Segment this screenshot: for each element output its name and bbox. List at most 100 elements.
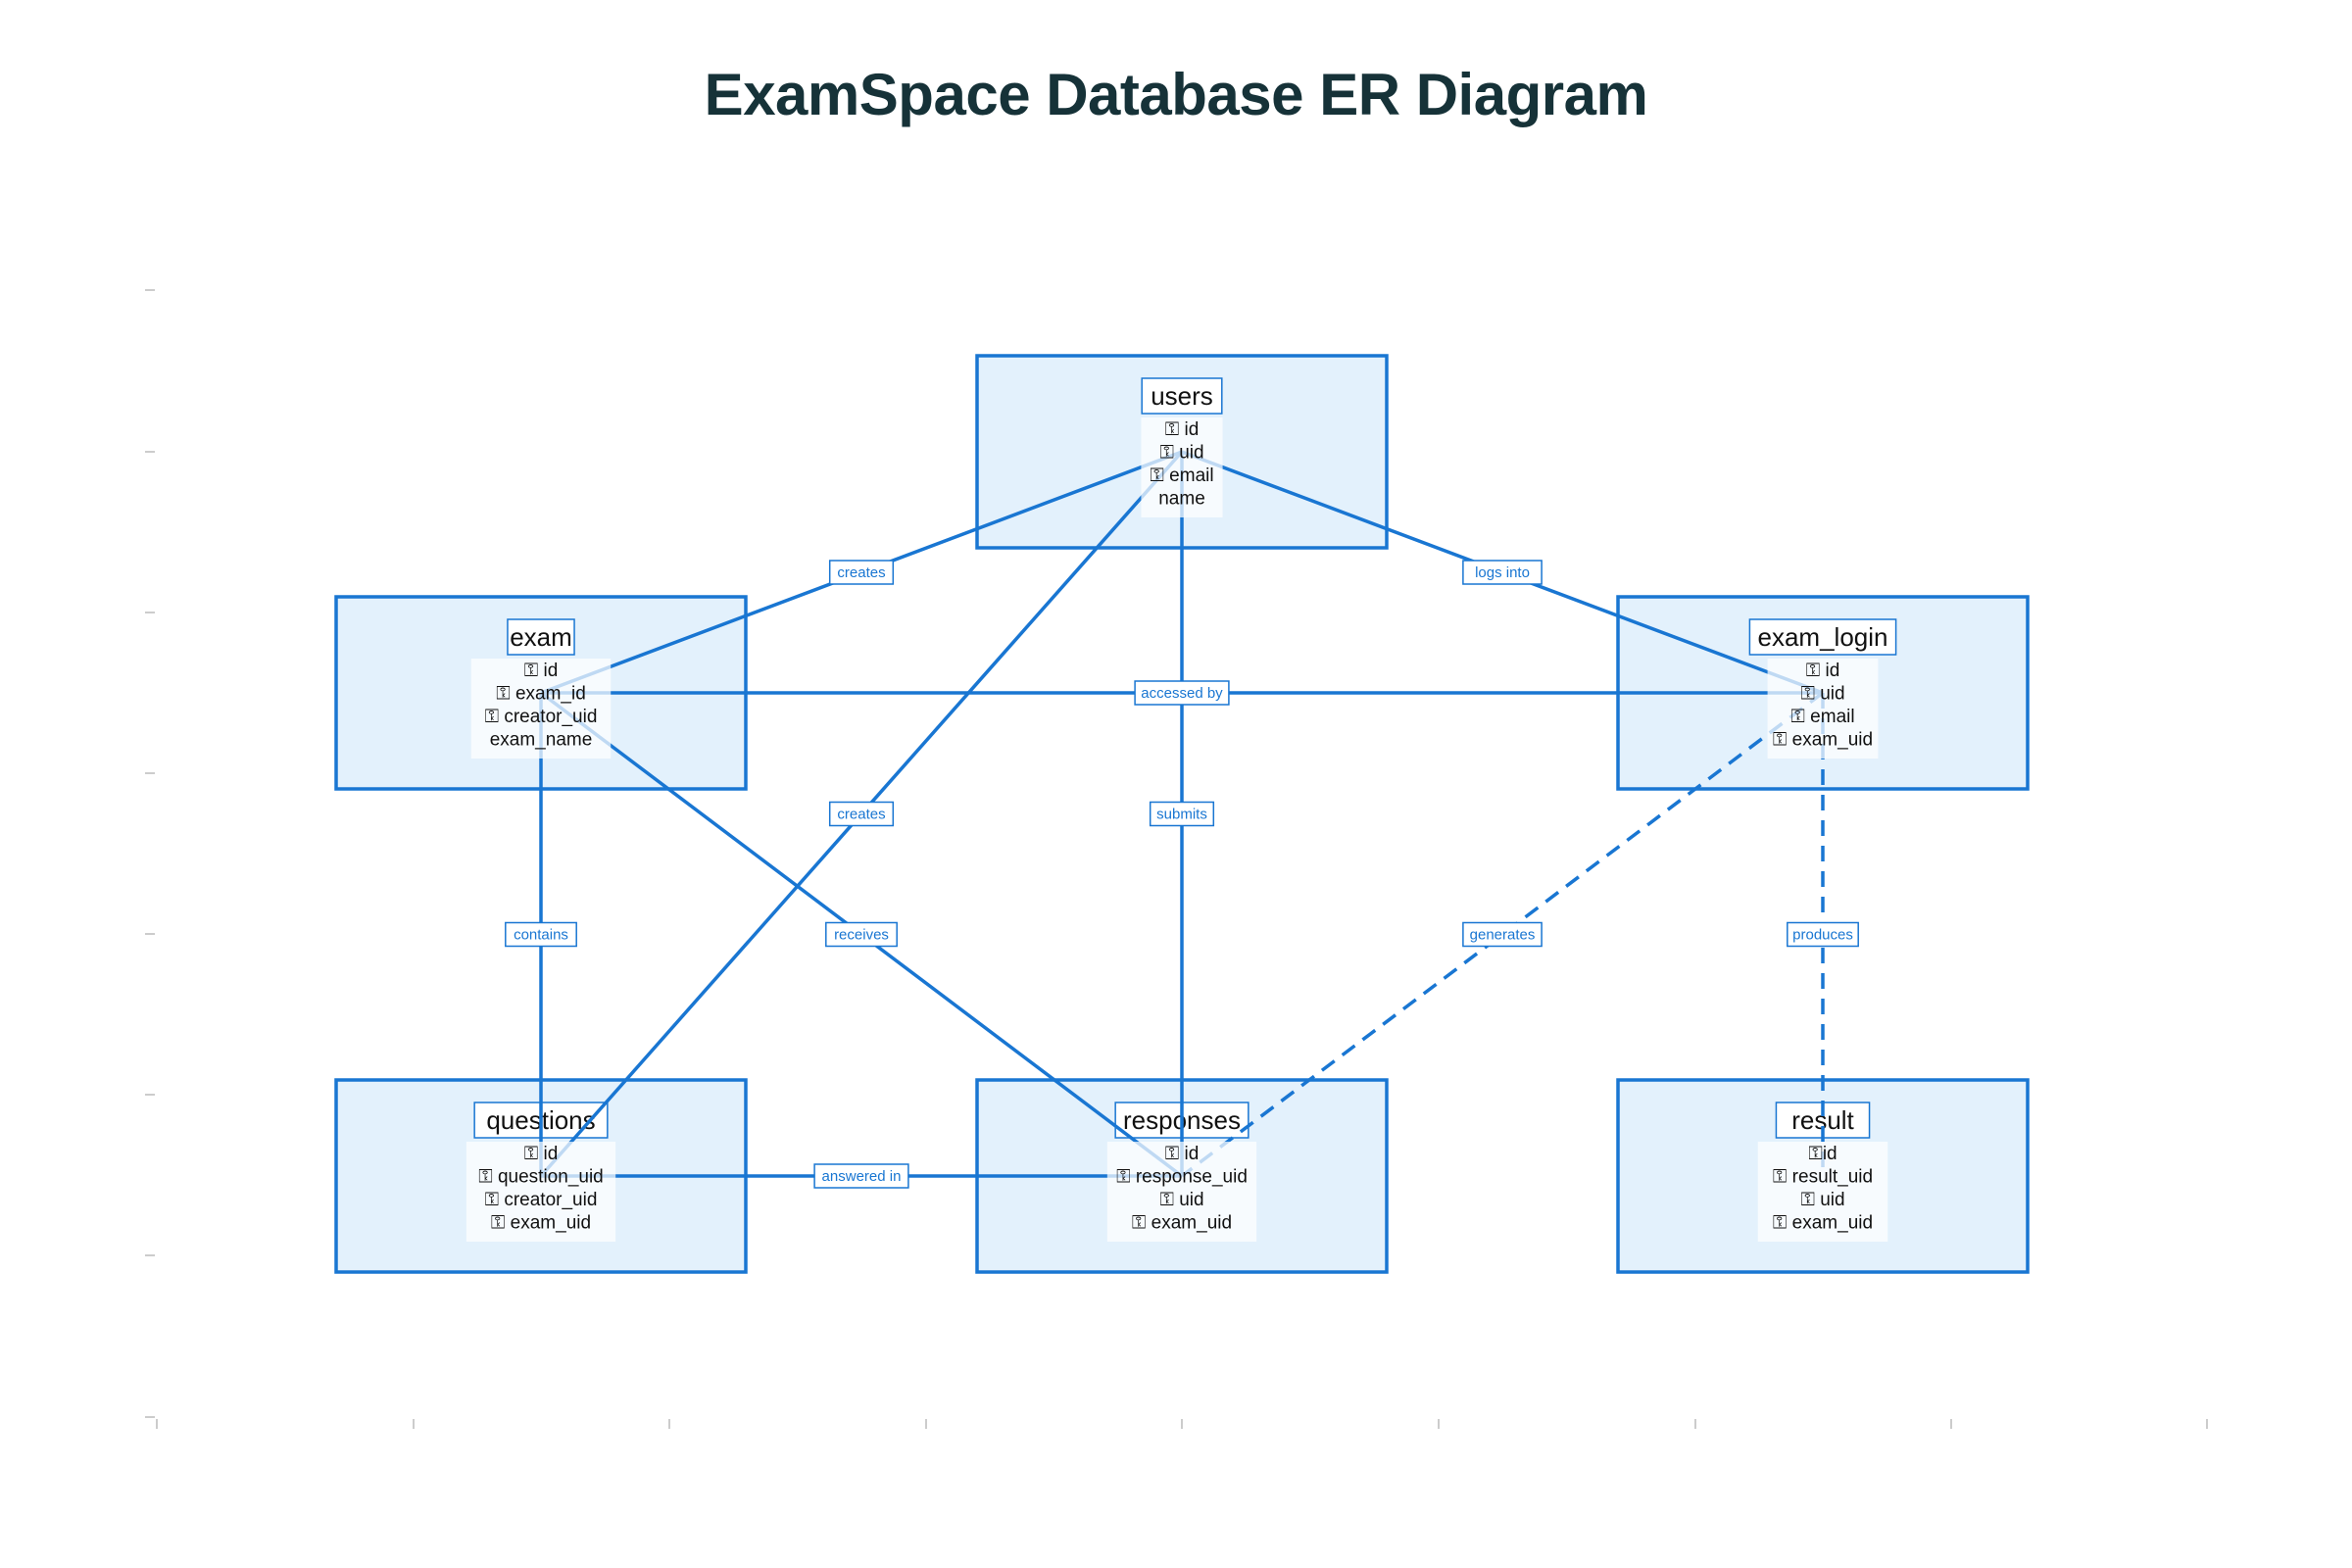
entity-name: exam — [510, 622, 572, 652]
relationship-label-box — [505, 921, 577, 948]
attribute-name: email — [1169, 466, 1213, 486]
attribute-panel — [1767, 659, 1879, 759]
relationship-label-box — [828, 801, 895, 827]
attribute-id: ⚿ id — [1165, 419, 1200, 440]
relationship-label-exam_login-result: produces — [1787, 921, 1859, 948]
relationship-label-exam_login-responses: generates — [1462, 921, 1543, 948]
entity-name-box — [1748, 618, 1897, 656]
relationship-label-box — [1462, 921, 1543, 948]
relationship-label-text: generates — [1470, 927, 1536, 944]
attribute-email: ⚿ email — [1150, 466, 1213, 486]
key-icon: ⚿ — [1159, 1190, 1179, 1210]
relationship-label-box — [825, 921, 898, 948]
entity-name: exam_login — [1758, 622, 1888, 652]
attribute-exam-uid: ⚿ exam_uid — [491, 1213, 591, 1234]
attribute-name: exam_uid — [1152, 1213, 1232, 1234]
relationship-label-text: logs into — [1475, 564, 1530, 581]
attribute-uid: ⚿ uid — [1800, 684, 1844, 705]
attribute-name: exam_name — [490, 730, 593, 751]
attribute-panel — [1106, 1142, 1257, 1242]
relationship-label-exam-responses: receives — [825, 921, 898, 948]
key-icon: ⚿ — [1773, 1167, 1792, 1188]
relationship-label-text: receives — [834, 927, 889, 944]
key-icon: ⚿ — [1790, 707, 1810, 727]
relationship-label-users-responses: submits — [1149, 801, 1215, 827]
attribute-name: name — [1158, 489, 1205, 510]
attributes-questions: ⚿ id⚿ question_uid⚿ creator_uid⚿ exam_ui… — [466, 1142, 616, 1242]
attribute-panel — [1141, 417, 1223, 517]
attribute-name: exam_uid — [1792, 1213, 1873, 1234]
attribute-id: ⚿ id — [524, 1144, 559, 1164]
axis-ticks — [145, 289, 2208, 1429]
relationship-label-text: submits — [1156, 807, 1207, 823]
entity-name: users — [1151, 381, 1213, 411]
key-icon: ⚿ — [1808, 1144, 1822, 1164]
key-icon: ⚿ — [1800, 1190, 1820, 1210]
key-icon: ⚿ — [485, 707, 505, 727]
key-icon: ⚿ — [1150, 466, 1169, 486]
relationship-label-box — [1149, 801, 1215, 827]
attribute-name: id — [543, 1144, 558, 1164]
attributes-result: ⚿id⚿ result_uid⚿ uid⚿ exam_uid — [1757, 1142, 1888, 1242]
relationship-line-exam_login-responses — [1180, 691, 1825, 1178]
key-icon: ⚿ — [491, 1213, 511, 1234]
attribute-result-uid: ⚿ result_uid — [1773, 1167, 1873, 1188]
attribute-uid: ⚿ uid — [1159, 1190, 1203, 1210]
attribute-name: id — [1184, 1144, 1199, 1164]
entity-name-box — [507, 618, 575, 656]
attribute-exam-uid: ⚿ exam_uid — [1773, 1213, 1873, 1234]
attribute-name: id — [1825, 661, 1839, 681]
attribute-panel — [470, 659, 612, 759]
relationship-label-box — [813, 1163, 909, 1189]
key-icon: ⚿ — [524, 1144, 544, 1164]
relationship-labels: creates logs into accessed by creates submit… — [505, 560, 1859, 1189]
attribute-creator-uid: ⚿ creator_uid — [485, 707, 598, 727]
relationship-label-text: creates — [837, 807, 885, 823]
attribute-name: exam_uid — [1792, 730, 1873, 751]
attribute-question-uid: ⚿ question_uid — [478, 1167, 604, 1188]
relationship-label-users-questions: creates — [828, 801, 895, 827]
attribute-email: ⚿ email — [1790, 707, 1854, 727]
key-icon: ⚿ — [1165, 419, 1185, 440]
attribute-name: email — [1810, 707, 1854, 727]
relationship-label-text: accessed by — [1141, 685, 1223, 702]
relationship-label-box — [1462, 560, 1543, 585]
key-icon: ⚿ — [1800, 684, 1820, 705]
attribute-name: exam_uid — [511, 1213, 591, 1234]
attribute-panel — [1757, 1142, 1888, 1242]
relationship-label-exam-exam_login: accessed by — [1134, 680, 1230, 706]
attribute-id: ⚿ id — [1165, 1144, 1200, 1164]
key-icon: ⚿ — [478, 1167, 498, 1188]
attribute-id: ⚿id — [1808, 1144, 1837, 1164]
attribute-name: uid — [1179, 443, 1203, 464]
attribute-name: creator_uid — [504, 1190, 597, 1210]
relationship-label-text: contains — [514, 927, 568, 944]
attribute-response-uid: ⚿ response_uid — [1116, 1167, 1248, 1188]
relationship-label-box — [828, 560, 895, 585]
attribute-uid: ⚿ uid — [1800, 1190, 1844, 1210]
key-icon: ⚿ — [496, 684, 515, 705]
key-icon: ⚿ — [1165, 1144, 1185, 1164]
attribute-exam-uid: ⚿ exam_uid — [1132, 1213, 1232, 1234]
attribute-panel — [466, 1142, 616, 1242]
key-icon: ⚿ — [1132, 1213, 1152, 1234]
relationship-label-text: produces — [1792, 927, 1853, 944]
attribute-uid: ⚿ uid — [1159, 443, 1203, 464]
key-icon: ⚿ — [1116, 1167, 1136, 1188]
attribute-id: ⚿ id — [1806, 661, 1840, 681]
relationship-label-text: creates — [837, 564, 885, 581]
attribute-name: exam_id — [515, 684, 586, 705]
relationship-label-users-exam_login: logs into — [1462, 560, 1543, 585]
relationship-label-text: answered in — [822, 1168, 902, 1185]
attribute-name: result_uid — [1792, 1167, 1873, 1188]
attribute-name: id — [1184, 419, 1199, 440]
attribute-name: response_uid — [1136, 1167, 1248, 1188]
attribute-name: uid — [1179, 1190, 1203, 1210]
key-icon: ⚿ — [1773, 1213, 1792, 1234]
attribute-name: name — [1158, 489, 1205, 510]
key-icon: ⚿ — [1806, 661, 1826, 681]
